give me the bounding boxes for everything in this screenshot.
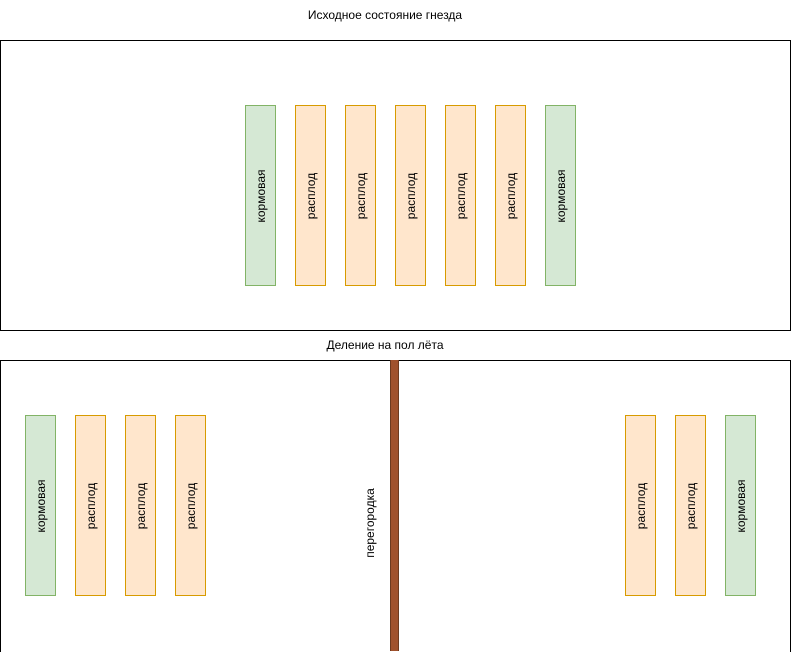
- top-frame-4: расплод: [395, 105, 426, 286]
- split-title: Деление на пол лёта: [326, 338, 444, 352]
- left-frame-3: расплод: [125, 415, 156, 596]
- left-frame-1-label: кормовая: [33, 478, 48, 533]
- left-frame-2-label: расплод: [83, 482, 98, 529]
- right-frame-3-label: кормовая: [733, 478, 748, 533]
- top-frame-6-label: расплод: [503, 172, 518, 219]
- top-frame-7: кормовая: [545, 105, 576, 286]
- top-frame-2: расплод: [295, 105, 326, 286]
- top-frame-7-label: кормовая: [553, 168, 568, 223]
- partition-board: [390, 360, 399, 651]
- top-frame-6: расплод: [495, 105, 526, 286]
- right-frame-1-label: расплод: [633, 482, 648, 529]
- initial-state-title: Исходное состояние гнезда: [307, 8, 463, 22]
- top-frame-1: кормовая: [245, 105, 276, 286]
- top-frame-2-label: расплод: [303, 172, 318, 219]
- right-frame-3: кормовая: [725, 415, 756, 596]
- left-frame-2: расплод: [75, 415, 106, 596]
- top-frame-3-label: расплод: [353, 172, 368, 219]
- top-frame-5: расплод: [445, 105, 476, 286]
- top-frame-3: расплод: [345, 105, 376, 286]
- partition-label: перегородка: [363, 488, 377, 558]
- right-frame-2-label: расплод: [683, 482, 698, 529]
- left-frame-4: расплод: [175, 415, 206, 596]
- top-frame-5-label: расплод: [453, 172, 468, 219]
- left-frame-3-label: расплод: [133, 482, 148, 529]
- left-frame-4-label: расплод: [183, 482, 198, 529]
- right-frame-2: расплод: [675, 415, 706, 596]
- top-frame-4-label: расплод: [403, 172, 418, 219]
- top-frame-1-label: кормовая: [253, 168, 268, 223]
- left-frame-1: кормовая: [25, 415, 56, 596]
- right-frame-1: расплод: [625, 415, 656, 596]
